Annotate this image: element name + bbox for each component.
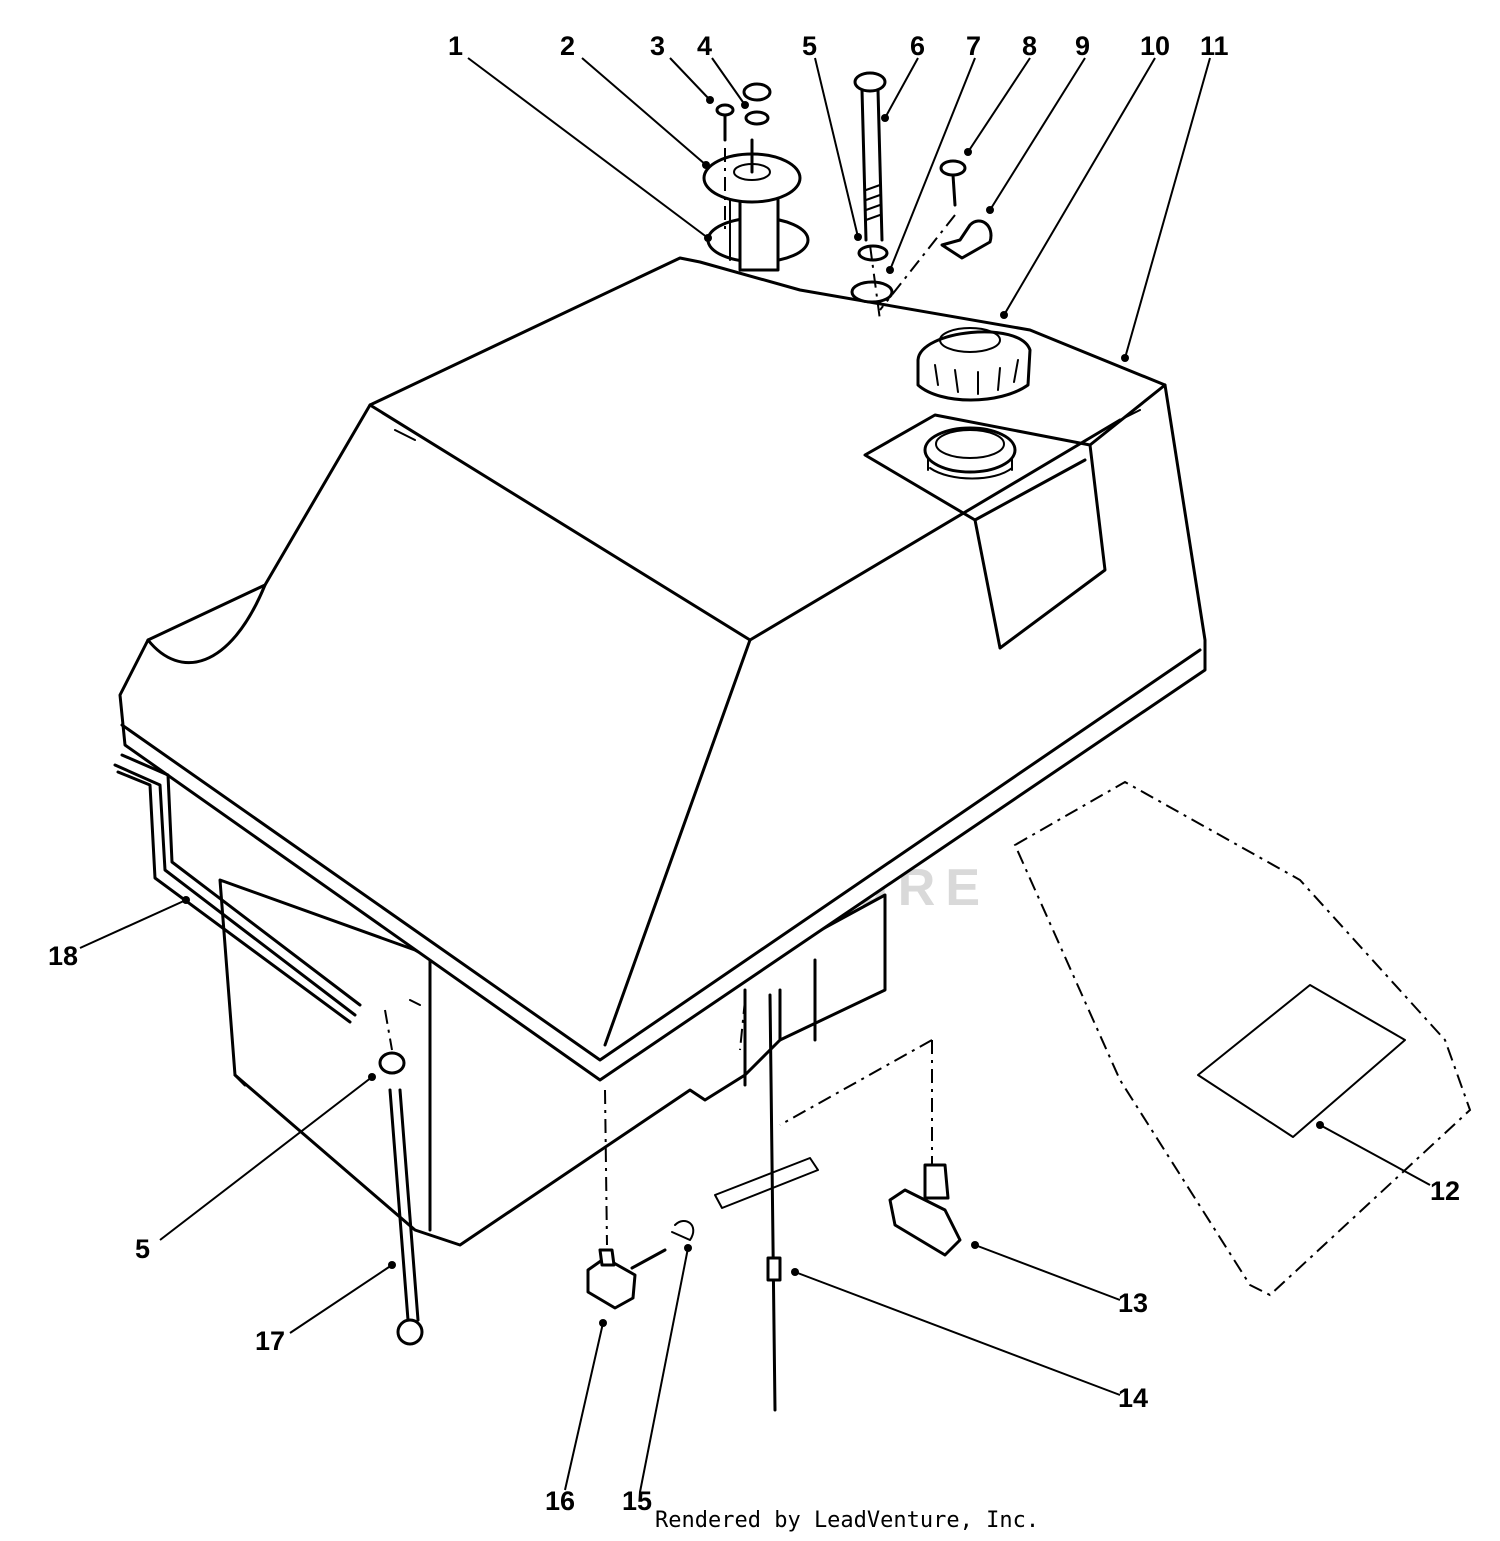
leader-dots (182, 96, 1324, 1327)
callout-4: 4 (697, 31, 712, 61)
fuel-line (766, 993, 782, 1412)
tank-bolt (853, 71, 887, 242)
sender-screw (715, 103, 735, 142)
bolt-washer (857, 244, 889, 262)
fuel-hose (714, 1157, 819, 1209)
hose-clip (671, 1220, 695, 1241)
callout-12: 12 (1430, 1176, 1460, 1206)
callout-8: 8 (1022, 31, 1037, 61)
callout-1: 1 (448, 31, 463, 61)
alignment-lines (384, 148, 956, 1246)
callout-5-lower: 5 (135, 1234, 150, 1264)
callout-15: 15 (622, 1486, 652, 1516)
credit-text: Rendered by LeadVenture, Inc. (655, 1508, 1039, 1533)
tank-lower-body (218, 878, 887, 1247)
fuel-tank (118, 256, 1207, 1082)
callout-11: 11 (1200, 31, 1229, 61)
lower-tank-bolt (378, 1051, 424, 1346)
callout-13: 13 (1118, 1288, 1148, 1318)
fuel-sender-assembly (702, 138, 810, 272)
callout-10: 10 (1140, 31, 1170, 61)
leader-lines (79, 57, 1431, 1493)
elbow-fitting (586, 1248, 667, 1310)
decal-sheet (1013, 780, 1472, 1297)
callout-18: 18 (48, 941, 78, 971)
bolt-spacer (850, 280, 894, 304)
tank-mounting-strap (113, 753, 362, 1024)
callout-3: 3 (650, 31, 665, 61)
callout-9: 9 (1075, 31, 1090, 61)
hose-clamp (940, 219, 993, 260)
fuel-cap (916, 327, 1032, 402)
sender-nut-washer (742, 82, 772, 126)
shutoff-valve (888, 1163, 962, 1257)
callout-2: 2 (560, 31, 575, 61)
callout-14: 14 (1118, 1383, 1148, 1413)
callout-7: 7 (966, 31, 981, 61)
callout-17: 17 (255, 1326, 285, 1356)
callout-6: 6 (910, 31, 925, 61)
clamp-screw (939, 159, 967, 207)
callout-5: 5 (802, 31, 817, 61)
callout-16: 16 (545, 1486, 575, 1516)
